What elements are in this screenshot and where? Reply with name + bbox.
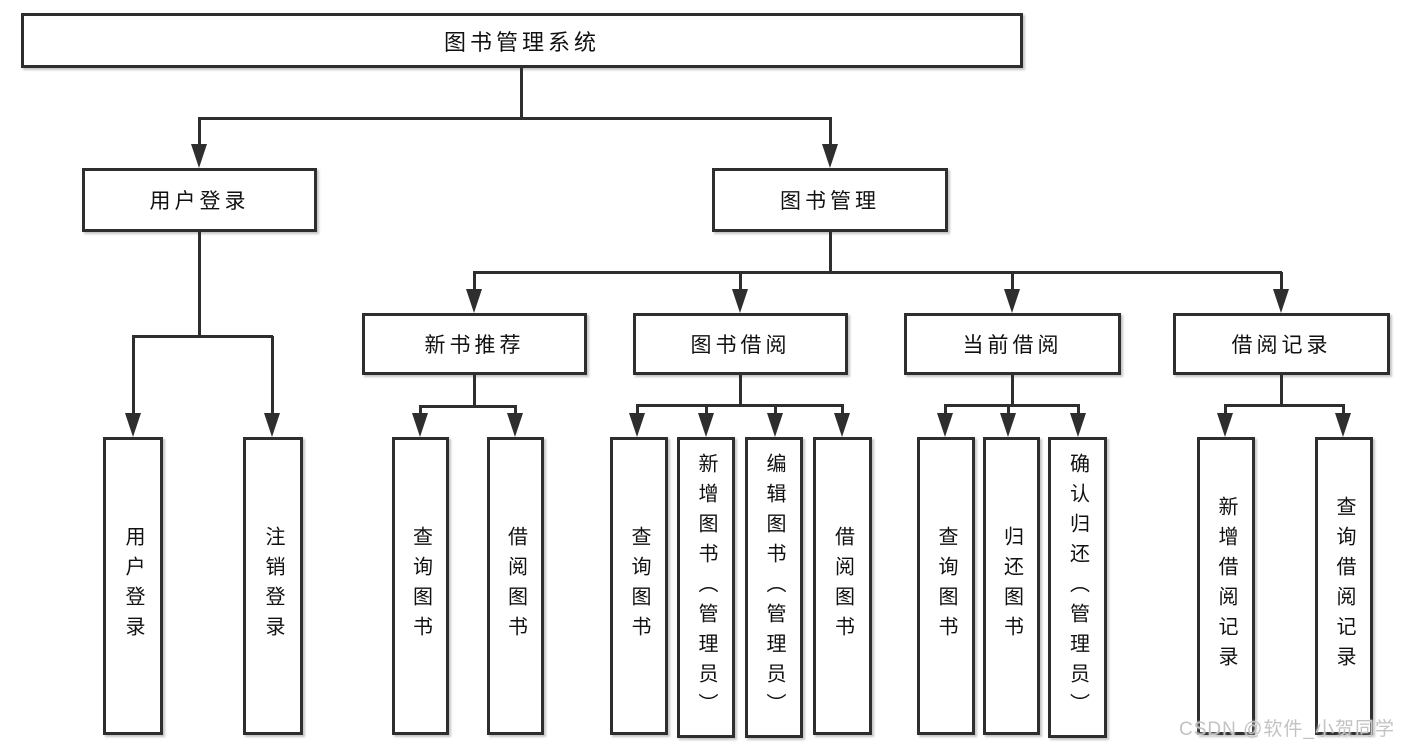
connector-line: [132, 335, 273, 338]
connector-line: [1224, 404, 1345, 407]
node-label: 查询借阅记录: [1333, 496, 1355, 676]
arrow-down-icon: [412, 413, 428, 437]
arrow-down-icon: [507, 413, 523, 437]
node-label: 查询图书: [409, 526, 432, 646]
connector-line: [705, 405, 708, 414]
node-label: 当前借阅: [962, 334, 1063, 357]
connector-line: [132, 336, 135, 414]
leaf-borrowing-borrow-books: 借阅图书: [813, 437, 872, 735]
node-label: 新书推荐: [424, 334, 525, 357]
leaf-current-return-books: 归还图书: [983, 437, 1040, 735]
node-label: 编辑图书（管理员）: [763, 452, 785, 723]
node-label: 图书管理系统: [443, 29, 600, 55]
leaf-recommend-query-books: 查询图书: [392, 437, 449, 735]
node-borrow-records: 借阅记录: [1173, 313, 1390, 375]
node-label: 确认归还（管理员）: [1066, 452, 1089, 723]
arrow-down-icon: [1273, 289, 1289, 313]
node-label: 归还图书: [1000, 526, 1023, 646]
arrow-down-icon: [1217, 413, 1233, 437]
leaf-records-query-record: 查询借阅记录: [1315, 437, 1373, 735]
connector-line: [419, 405, 517, 408]
arrow-down-icon: [629, 413, 645, 437]
arrow-down-icon: [937, 413, 953, 437]
leaf-user-login: 用户登录: [103, 437, 163, 735]
arrow-down-icon: [466, 289, 482, 313]
connector-line: [520, 68, 523, 118]
leaf-recommend-borrow-books: 借阅图书: [487, 437, 544, 735]
connector-line: [636, 405, 639, 414]
arrow-down-icon: [125, 413, 141, 437]
connector-line: [198, 117, 832, 120]
node-label: 新增借阅记录: [1215, 496, 1237, 676]
leaf-records-add-record: 新增借阅记录: [1197, 437, 1255, 735]
connector-line: [841, 405, 844, 414]
arrow-down-icon: [834, 413, 850, 437]
connector-line: [514, 406, 517, 414]
connector-line: [271, 336, 274, 414]
node-label: 注销登录: [262, 526, 284, 646]
connector-line: [473, 271, 1282, 274]
arrow-down-icon: [732, 289, 748, 313]
node-book-borrowing: 图书借阅: [633, 313, 848, 375]
arrow-down-icon: [1000, 413, 1016, 437]
connector-line: [473, 375, 476, 406]
arrow-down-icon: [698, 413, 714, 437]
leaf-borrowing-edit-books-admin: 编辑图书（管理员）: [745, 437, 803, 738]
node-label: 借阅图书: [504, 526, 527, 646]
connector-line: [1342, 405, 1345, 414]
arrow-down-icon: [822, 144, 838, 168]
leaf-current-confirm-return-admin: 确认归还（管理员）: [1048, 437, 1107, 738]
connector-line: [198, 232, 201, 336]
connector-line: [1077, 405, 1080, 414]
connector-line: [739, 272, 742, 290]
leaf-borrowing-query-books: 查询图书: [610, 437, 668, 735]
connector-line: [1224, 405, 1227, 414]
connector-line: [636, 404, 844, 407]
connector-line: [944, 405, 947, 414]
node-label: 用户登录: [122, 526, 144, 646]
connector-line: [1280, 272, 1283, 290]
node-label: 图书管理: [780, 190, 880, 213]
node-label: 借阅记录: [1231, 334, 1332, 357]
connector-line: [774, 405, 777, 414]
connector-line: [1007, 405, 1010, 414]
connector-line: [473, 272, 476, 290]
node-label: 查询图书: [628, 526, 650, 646]
node-label: 查询图书: [935, 526, 957, 646]
leaf-logout: 注销登录: [243, 437, 303, 735]
leaf-borrowing-add-books-admin: 新增图书（管理员）: [677, 437, 735, 738]
connector-line: [829, 232, 832, 272]
connector-line: [1280, 375, 1283, 405]
node-system-root: 图书管理系统: [21, 13, 1023, 68]
node-new-book-recommend: 新书推荐: [362, 313, 587, 375]
connector-line: [944, 404, 1080, 407]
node-current-borrowing: 当前借阅: [904, 313, 1121, 375]
csdn-watermark: CSDN @软件_小贺同学: [1179, 719, 1395, 740]
connector-line: [198, 118, 201, 146]
arrow-down-icon: [1335, 413, 1351, 437]
connector-line: [1011, 375, 1014, 405]
node-user-login: 用户登录: [82, 168, 317, 232]
arrow-down-icon: [191, 144, 207, 168]
arrow-down-icon: [1004, 289, 1020, 313]
node-label: 新增图书（管理员）: [695, 452, 717, 723]
connector-line: [419, 406, 422, 414]
arrow-down-icon: [767, 413, 783, 437]
leaf-current-query-books: 查询图书: [917, 437, 975, 735]
node-book-management: 图书管理: [712, 168, 948, 232]
arrow-down-icon: [264, 413, 280, 437]
connector-line: [739, 375, 742, 405]
connector-line: [829, 118, 832, 146]
arrow-down-icon: [1070, 413, 1086, 437]
node-label: 图书借阅: [690, 334, 791, 357]
connector-line: [1011, 272, 1014, 290]
node-label: 借阅图书: [831, 526, 854, 646]
node-label: 用户登录: [149, 190, 250, 213]
